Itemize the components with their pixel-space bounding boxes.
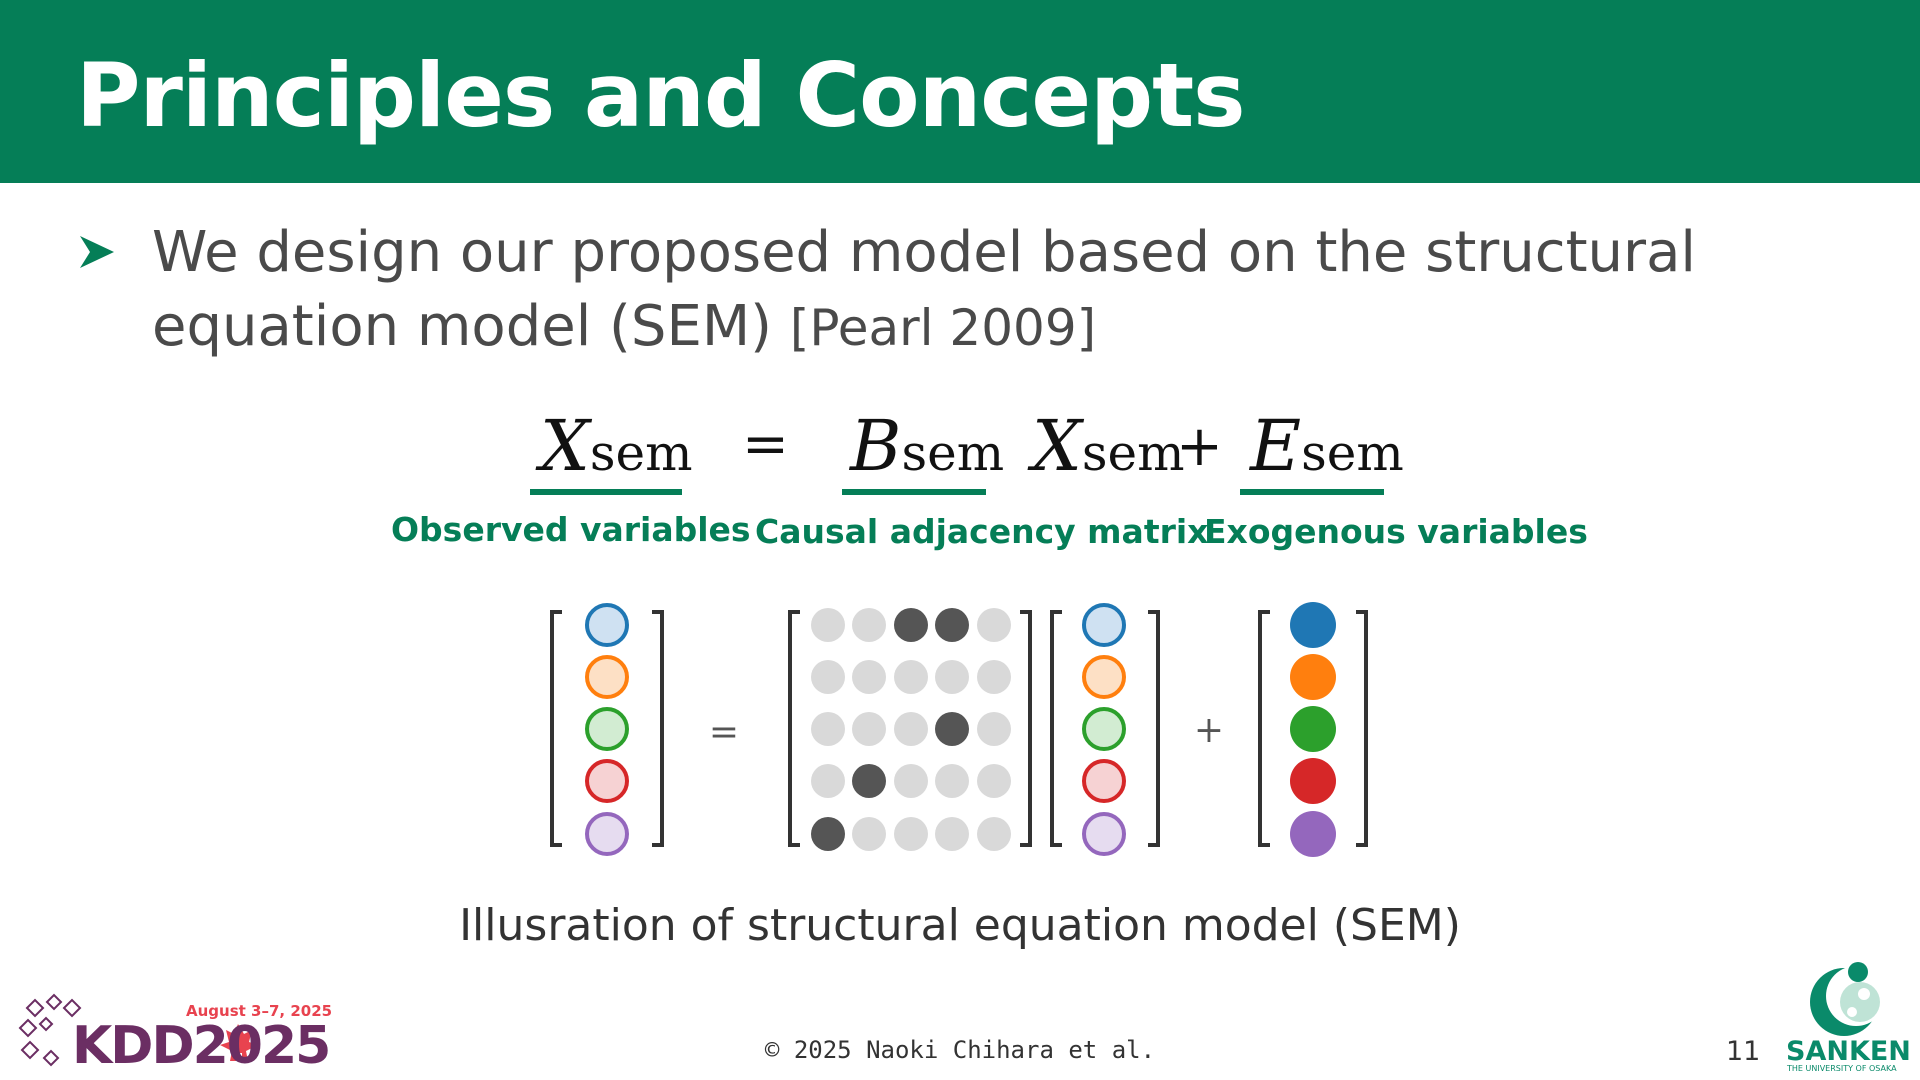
x-variable-node (1082, 603, 1126, 647)
figure-caption: Illusration of structural equation model… (459, 900, 1461, 951)
exogenous-vector-left-bracket (1258, 610, 1270, 847)
adjacency-matrix-cell (894, 608, 928, 642)
adjacency-matrix-cell (935, 817, 969, 851)
causal-adjacency-label: Causal adjacency matrix (755, 512, 1209, 551)
kdd-logo-text: KDD2025 (72, 1016, 331, 1076)
exogenous-variable-node (1290, 811, 1336, 857)
exogenous-variables-label: Exogenous variables (1204, 512, 1588, 551)
adjacency-matrix-cell (894, 764, 928, 798)
page-number: 11 (1726, 1036, 1761, 1067)
eq-b-term: Bsem (850, 405, 1005, 487)
exogenous-underline (1240, 489, 1384, 495)
adjacency-matrix-cell (811, 608, 845, 642)
adjacency-matrix-cell (894, 712, 928, 746)
observed-variable-node (585, 603, 629, 647)
observed-vector-right-bracket (652, 610, 664, 847)
adjacency-matrix-cell (977, 817, 1011, 851)
exogenous-variable-node (1290, 758, 1336, 804)
adjacency-matrix-cell (977, 660, 1011, 694)
citation: [Pearl 2009] (789, 299, 1097, 357)
adjacency-matrix-cell (935, 764, 969, 798)
eq-lhs-x: Xsem (540, 405, 693, 487)
title-bar (0, 0, 1920, 183)
adjacency-matrix-cell (894, 660, 928, 694)
adjacency-matrix-cell (977, 764, 1011, 798)
observed-variable-node (585, 707, 629, 751)
x-vector-right-bracket (1148, 610, 1160, 847)
eq-plus: + (1176, 414, 1223, 479)
adjacency-matrix-cell (811, 660, 845, 694)
observed-vector-left-bracket (550, 610, 562, 847)
adjacency-matrix-cell (852, 660, 886, 694)
adjacency-matrix-cell (852, 764, 886, 798)
adjacency-matrix-cell (852, 608, 886, 642)
eq-e-term: Esem (1250, 405, 1404, 487)
adjacency-matrix-right-bracket (1020, 610, 1032, 847)
adjacency-matrix-cell (852, 817, 886, 851)
diagram-equals-sign: = (709, 712, 739, 753)
exogenous-variable-node (1290, 602, 1336, 648)
x-vector-left-bracket (1050, 610, 1062, 847)
adjacency-matrix-cell (811, 712, 845, 746)
copyright-text: © 2025 Naoki Chihara et al. (764, 1036, 1156, 1064)
x-variable-node (1082, 759, 1126, 803)
adjacency-underline (842, 489, 986, 495)
diagram-plus-sign: + (1194, 710, 1224, 751)
adjacency-matrix-cell (977, 608, 1011, 642)
kdd-date: August 3–7, 2025 (186, 1002, 333, 1020)
eq-equals: = (742, 412, 789, 477)
adjacency-matrix-cell (977, 712, 1011, 746)
adjacency-matrix-cell (852, 712, 886, 746)
observed-underline (530, 489, 682, 495)
exogenous-variable-node (1290, 706, 1336, 752)
observed-variable-node (585, 655, 629, 699)
bullet-main-text: We design our proposed model based on th… (152, 220, 1696, 359)
slide-title: Principles and Concepts (76, 44, 1246, 147)
kdd-logo-icon (18, 993, 258, 1067)
adjacency-matrix-cell (935, 608, 969, 642)
eq-x-term: Xsem (1032, 405, 1185, 487)
observed-variable-node (585, 759, 629, 803)
x-variable-node (1082, 812, 1126, 856)
adjacency-matrix-cell (894, 817, 928, 851)
bullet-text: We design our proposed model based on th… (152, 216, 1892, 365)
arrow-bullet-icon (80, 236, 114, 268)
sanken-logo-icon (1810, 962, 1886, 1036)
exogenous-vector-right-bracket (1356, 610, 1368, 847)
observed-variable-node (585, 812, 629, 856)
x-variable-node (1082, 707, 1126, 751)
adjacency-matrix-cell (935, 712, 969, 746)
adjacency-matrix-cell (811, 764, 845, 798)
adjacency-matrix-cell (811, 817, 845, 851)
x-variable-node (1082, 655, 1126, 699)
sanken-logo-text: SANKEN (1786, 1036, 1911, 1067)
exogenous-variable-node (1290, 654, 1336, 700)
observed-variables-label: Observed variables (391, 510, 751, 549)
adjacency-matrix-left-bracket (788, 610, 800, 847)
sem-diagram: =+ (550, 602, 1368, 857)
adjacency-matrix-cell (935, 660, 969, 694)
sanken-logo-subtitle: THE UNIVERSITY OF OSAKA (1787, 1064, 1897, 1073)
